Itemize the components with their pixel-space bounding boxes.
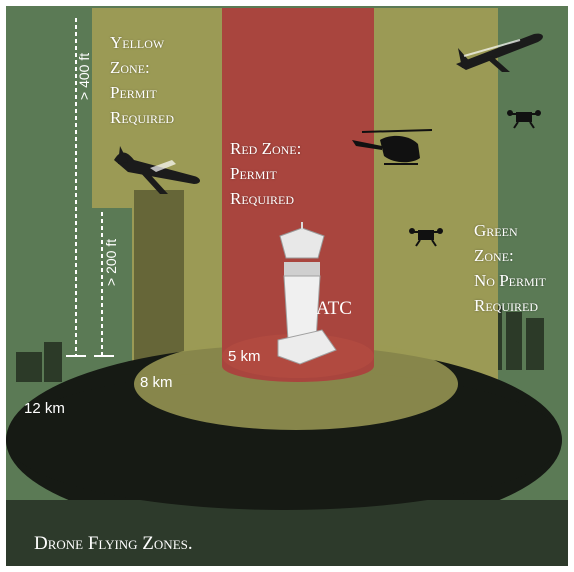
altitude-400-label: > 400 ft [76, 52, 92, 100]
airplane-icon [456, 33, 543, 72]
drone-icon [507, 110, 541, 129]
diagram-title: Drone Flying Zones. [34, 533, 193, 554]
red-zone-label: Red Zone: Permit Required [230, 139, 302, 208]
yellow-zone-radius: 8 km [140, 374, 173, 391]
airplane-icon [114, 146, 200, 194]
green-zone-label: Green Zone: No Permit Required [474, 221, 546, 315]
green-zone-radius: 12 km [24, 400, 65, 417]
altitude-200-label: > 200 ft [103, 238, 119, 286]
atc-label: ATC [316, 298, 352, 319]
drone-icon [409, 228, 443, 247]
red-zone-radius: 5 km [228, 348, 261, 365]
altitude-markers [75, 18, 103, 356]
helicopter-icon [352, 129, 433, 165]
yellow-zone-label: Yellow Zone: Permit Required [110, 33, 174, 127]
yellow-zone-ground [134, 338, 458, 430]
red-zone-airspace [222, 8, 374, 382]
building-icon [134, 190, 184, 380]
control-tower-icon [277, 222, 337, 365]
